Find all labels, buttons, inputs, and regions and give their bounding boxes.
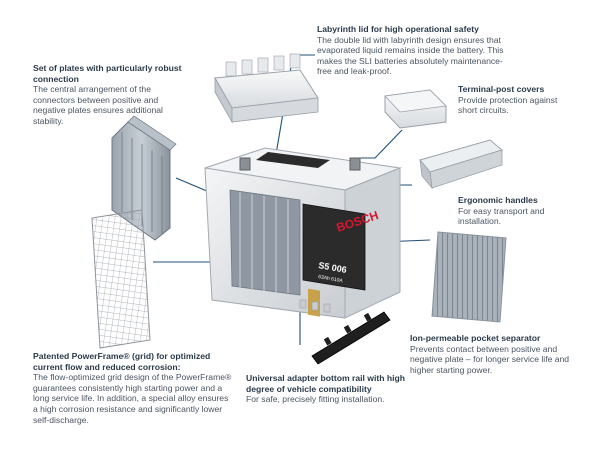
callout-handles-title: Ergonomic handles: [458, 195, 538, 205]
powerframe-grid-part: [91, 209, 151, 349]
callout-railing-title: Universal adapter bottom rail with high …: [246, 373, 406, 394]
callout-terminal: Terminal-post covers Provide protection …: [458, 84, 558, 116]
callout-powerframe-title: Patented PowerFrame® (grid) for optimize…: [33, 351, 211, 372]
callout-separator-title: Ion-permeable pocket separator: [410, 333, 541, 343]
callout-powerframe-body: The flow-optimized grid design of the Po…: [33, 372, 232, 425]
callout-railing: Universal adapter bottom rail with high …: [246, 373, 406, 405]
bottom-rail-part: [311, 311, 391, 365]
callout-terminal-body: Provide protection against short circuit…: [458, 94, 558, 116]
leader-terminal: [355, 129, 403, 159]
callout-labyrinth-title: Labyrinth lid for high operational safet…: [317, 24, 479, 34]
callout-labyrinth: Labyrinth lid for high operational safet…: [317, 24, 517, 77]
callout-separator-body: Prevents contact between positive and ne…: [410, 343, 570, 375]
battery-body: [204, 147, 402, 319]
callout-plates: Set of plates with particularly robust c…: [33, 63, 183, 127]
callout-powerframe: Patented PowerFrame® (grid) for optimize…: [33, 351, 233, 425]
callout-railing-body: For safe, precisely fitting installation…: [246, 394, 385, 405]
handle-part: [419, 139, 504, 190]
plate-set-part: [111, 115, 177, 241]
callout-handles-body: For easy transport and installation.: [458, 205, 545, 227]
battery-model: S5 006: [318, 260, 348, 275]
callout-separator: Ion-permeable pocket separator Prevents …: [410, 333, 580, 375]
callout-plates-body: The central arrangement of the connector…: [33, 84, 163, 126]
callout-labyrinth-body: The double lid with labyrinth design ens…: [317, 34, 504, 77]
labyrinth-lid-part: [214, 53, 319, 124]
battery-spec: 63Ah 610A: [318, 274, 344, 284]
callout-terminal-title: Terminal-post covers: [458, 84, 545, 94]
terminal-cover-part: [384, 89, 447, 129]
separator-part: [431, 231, 507, 323]
callout-plates-title: Set of plates with particularly robust c…: [33, 63, 182, 84]
callout-handles: Ergonomic handles For easy transport and…: [458, 195, 558, 227]
